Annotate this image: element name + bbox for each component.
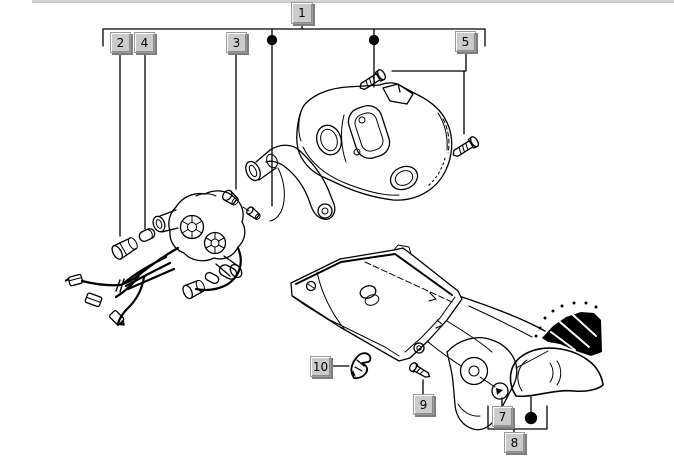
callout-5[interactable]: 5 [455, 31, 476, 52]
part-bulb-lower-2 [204, 271, 220, 285]
part-mounting-bolt [221, 189, 261, 220]
part-clip [350, 352, 372, 380]
part-rear-cover-panel [290, 244, 546, 367]
part-bulb-small [138, 228, 156, 242]
callout-dot-lens [524, 411, 538, 425]
window-edge-strip [32, 0, 674, 3]
part-screw-lower [452, 136, 479, 157]
callout-9[interactable]: 9 [413, 394, 434, 415]
part-screw-9 [408, 362, 431, 378]
harness-connectors [64, 273, 125, 326]
callout-leader-lines [102, 23, 548, 434]
part-socket-lower [182, 279, 205, 300]
callout-7[interactable]: 7 [492, 406, 513, 427]
callout-10[interactable]: 10 [310, 356, 331, 377]
wiring-harness [80, 246, 242, 327]
part-lamp-bracket [245, 144, 336, 222]
part-screw-upper [359, 69, 386, 90]
callout-4[interactable]: 4 [134, 32, 155, 53]
part-grommet [491, 382, 509, 400]
part-lens [509, 347, 604, 398]
callout-1[interactable]: 1 [291, 2, 313, 24]
rear-bodywork-texture [534, 301, 602, 356]
part-bulb-socket [111, 237, 138, 260]
part-tail-light-housing [296, 82, 453, 201]
callout-dot-left [266, 34, 278, 46]
callout-dot-right [368, 34, 380, 46]
callout-3[interactable]: 3 [226, 32, 247, 53]
callout-8[interactable]: 8 [504, 432, 525, 453]
callout-2[interactable]: 2 [110, 32, 131, 53]
